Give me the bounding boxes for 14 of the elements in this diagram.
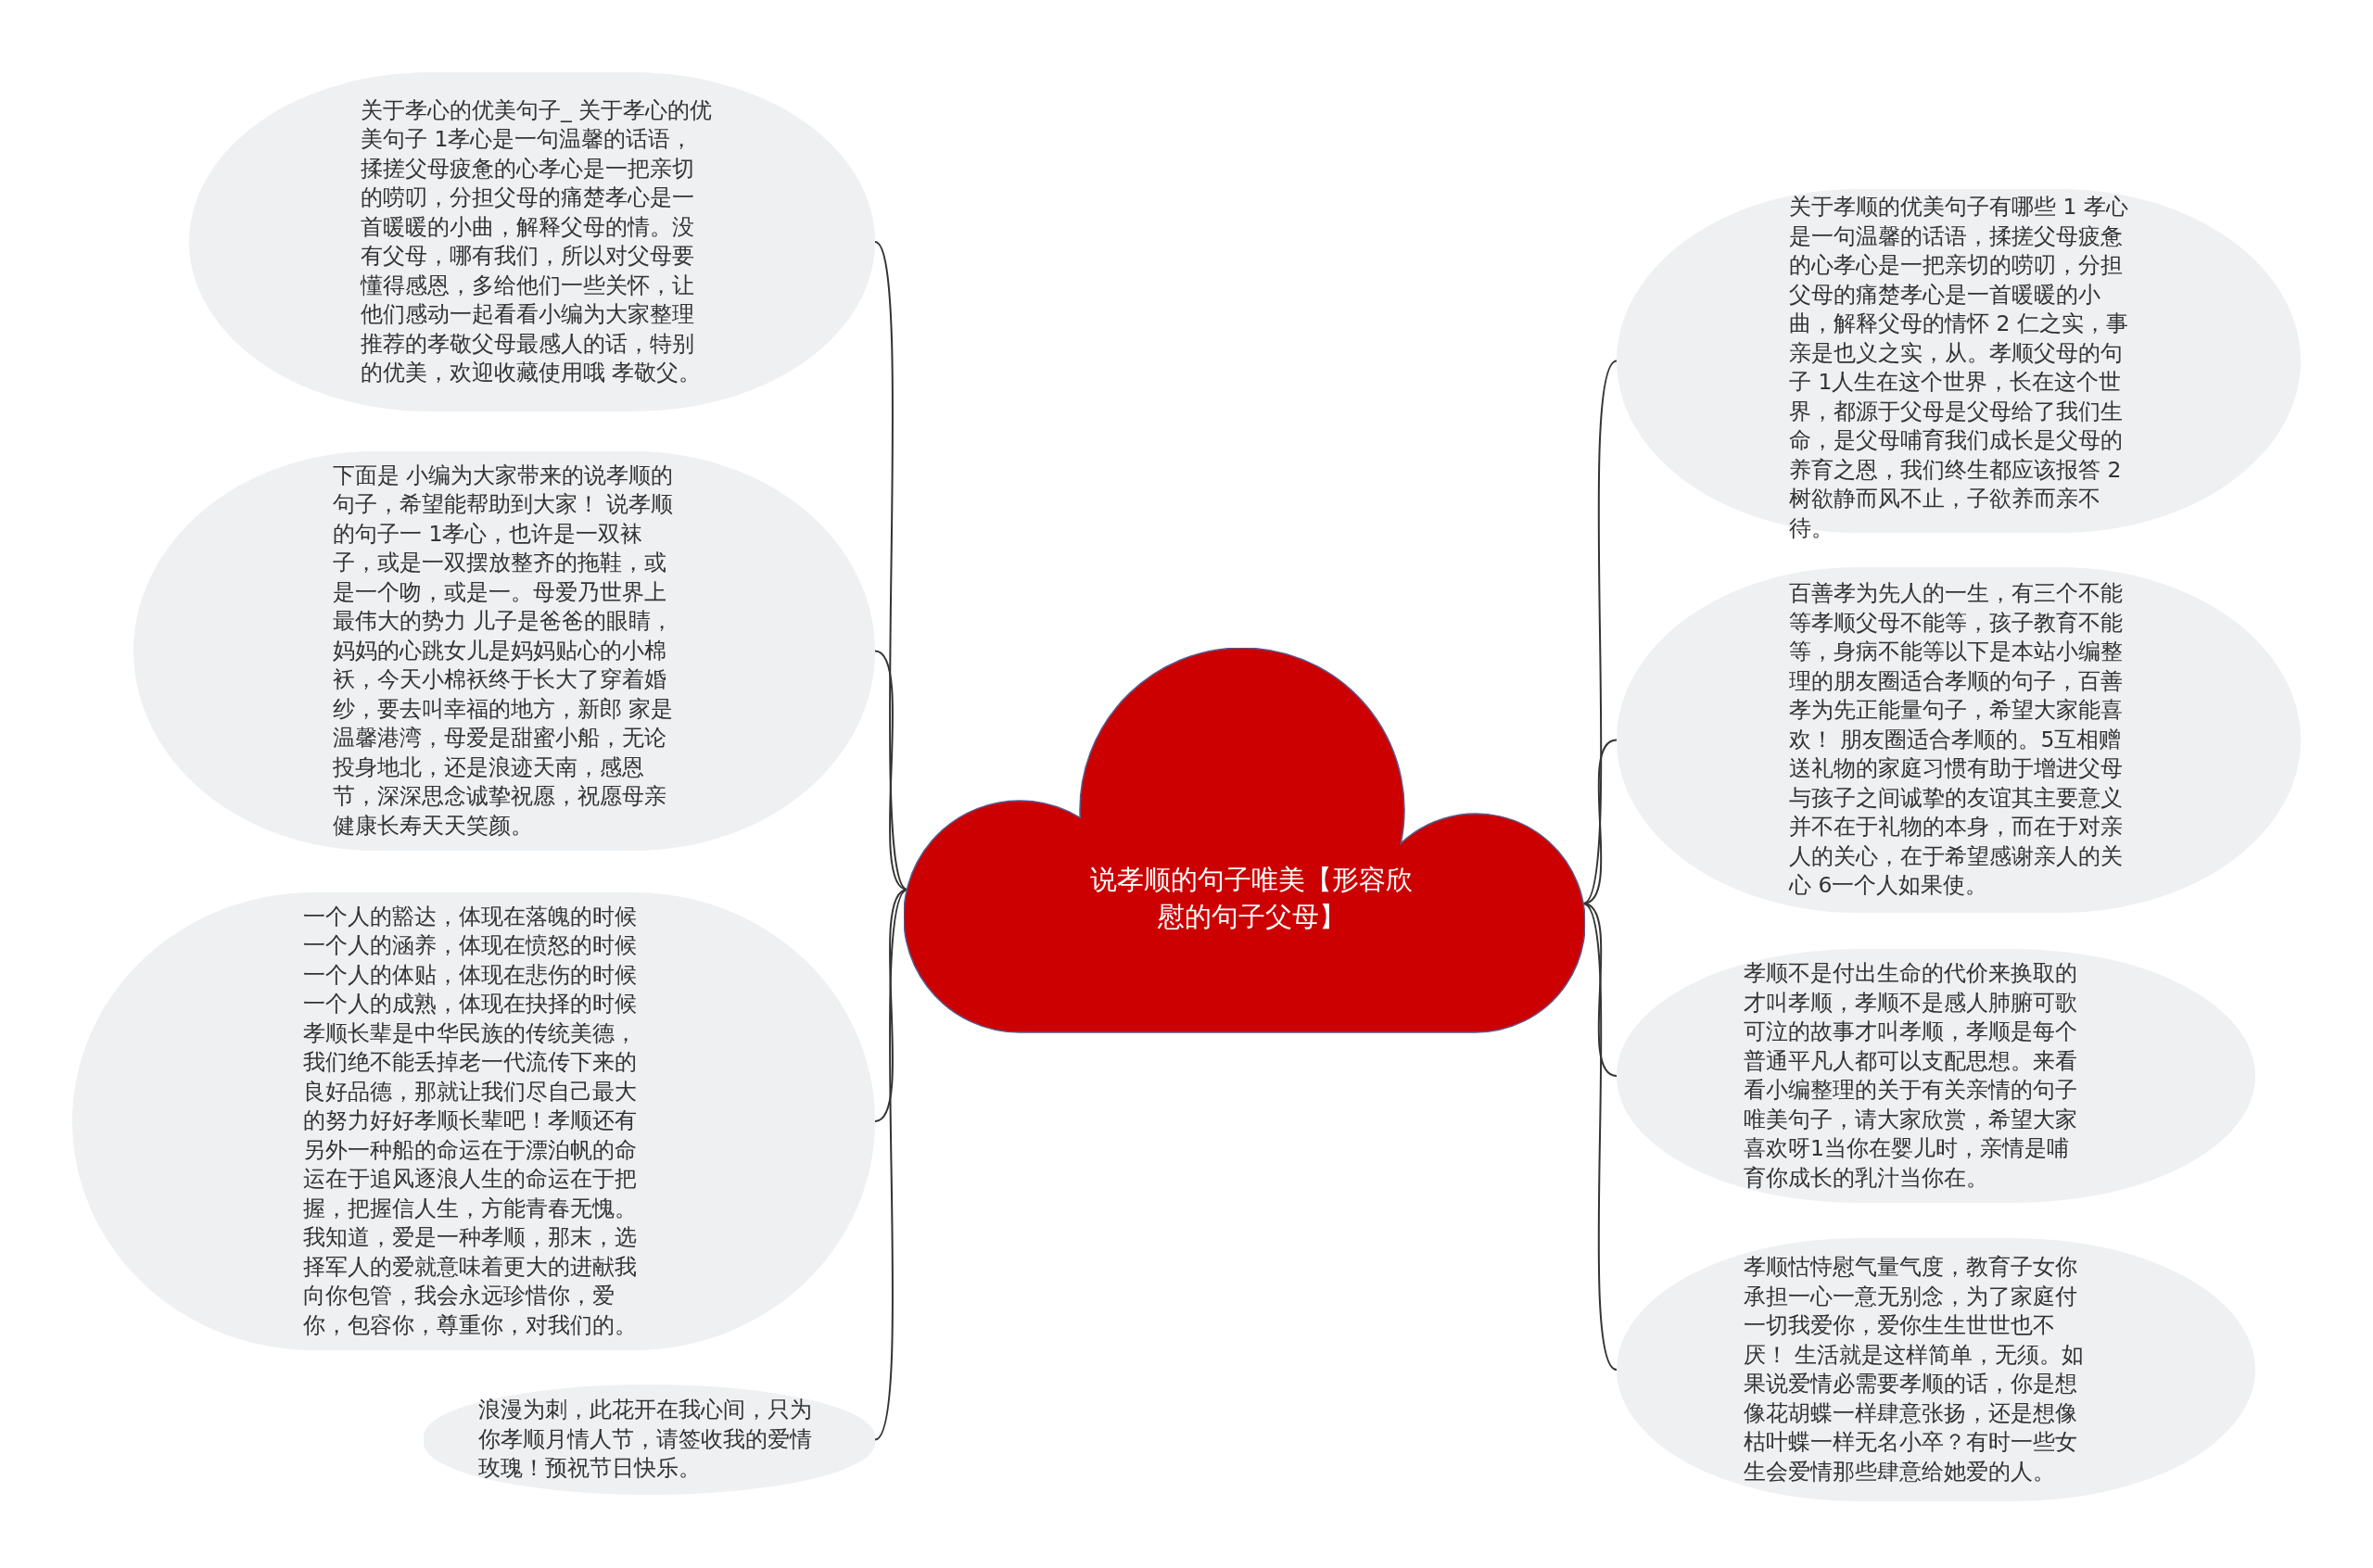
connector-line [874, 889, 908, 1122]
connector-line [874, 241, 908, 891]
bubble-text: 下面是 小编为大家带来的说孝顺的句子，希望能帮助到大家！ 说孝顺的句子一 1孝心，也许是一双袜子，或是一双摆放整齐的拖鞋，或是一个吻，或是一。母爱乃世界上最伟大的势力 儿子是爸爸的眼睛，妈妈的心跳女儿是妈妈贴心的小棉袄，今天小棉袄终于长大了穿着婚纱，要去叫幸福的地方，新郎 家是温馨港湾，母爱是甜蜜小船，无论投身地北，还是浪迹天南，感恩节，深深思念诚挚祝愿，祝愿母亲健康长寿天天笑颜。 [333, 461, 675, 841]
bubble-text: 浪漫为刺，此花开在我心间，只为你孝顺月情人节，请签收我的爱情玫瑰！预祝节日快乐。 [478, 1396, 813, 1483]
bubble-text: 一个人的豁达，体现在落魄的时候一个人的涵养，体现在愤怒的时候一个人的体贴，体现在悲伤的时候一个人的成熟，体现在抉择的时候孝顺长辈是中华民族的传统美德，我们绝不能丢掉老一代流传下来的良好品德，那就让我们尽自己最大的努力好好孝顺长辈吧！孝顺还有另外一种船的命运在于漂泊帆的命运在于追风逐浪人生的命运在于把握，把握信人生，方能青春无愧。我知道，爱是一种孝顺，那末，选择军人的爱就意味着更大的进献我向你包管，我会永远珍惜你，爱你，包容你，尊重你，对我们的。 [303, 902, 638, 1340]
bubble-text: 关于孝心的优美句子_ 关于孝心的优美句子 1孝心是一句温馨的话语，揉搓父母疲惫的心孝心是一把亲切的唠叨，分担父母的痛楚孝心是一首暖暖的小曲，解释父母的情。没有父母，哪有我们，所以对父母要懂得感恩，多给他们一些关怀，让他们感动一起看看小编为大家整理推荐的孝敬父母最感人的话，特别的优美，欢迎收藏使用哦 孝敬父。 [361, 95, 713, 387]
connector-line [874, 889, 908, 1441]
cloud-shape [904, 648, 1585, 1033]
connector-line [1582, 360, 1618, 904]
bubble-text: 孝顺怙恃慰气量气度，教育子女你承担一心一意无别念，为了家庭付一切我爱你，爱你生生世世也不厌！ 生活就是这样简单，无须。如果说爱情必需要孝顺的话，你是想像花胡蝶一样肆意张扬，还是想像枯叶蝶一样无名小卒？有时一些女生会爱情那些肆意给她爱的人。 [1744, 1253, 2086, 1486]
central-topic: 说孝顺的句子唯美【形容欣慰的句子父母】 [1089, 863, 1414, 934]
bubble-text: 关于孝顺的优美句子有哪些 1 孝心是一句温馨的话语，揉搓父母疲惫的心孝心是一把亲切的唠叨，分担父母的痛楚孝心是一首暖暖的小曲，解释父母的情怀 2 仁之实，事亲是也义之实，从。孝顺父母的句子 1人生在这个世界，长在这个世界，都源于父母是父母给了我们生命，是父母哺育我们成长是父母的养育之恩，我们终生都应该报答 2树欲静而风不止，子欲养而亲不待。 [1789, 193, 2129, 543]
bubble-text: 孝顺不是付出生命的代价来换取的才叫孝顺，孝顺不是感人肺腑可歌可泣的故事才叫孝顺，孝顺是每个普通平凡人都可以支配思想。来看看小编整理的关于有关亲情的句子唯美句子，请大家欣赏，希望大家喜欢呀1当你在婴儿时，亲情是哺育你成长的乳汁当你在。 [1744, 959, 2078, 1193]
bubble-text: 百善孝为先人的一生，有三个不能等孝顺父母不能等，孩子教育不能等，身病不能等以下是本站小编整理的朋友圈适合孝顺的句子，百善孝为先正能量句子，希望大家能喜欢！ 朋友圈适合孝顺的。5互相赠送礼物的家庭习惯有助于增进父母与孩子之间诚挚的友谊其主要意义并不在于礼物的本身，而在于对亲人的关心，在于希望感谢亲人的关心 6一个人如果使。 [1789, 579, 2124, 900]
